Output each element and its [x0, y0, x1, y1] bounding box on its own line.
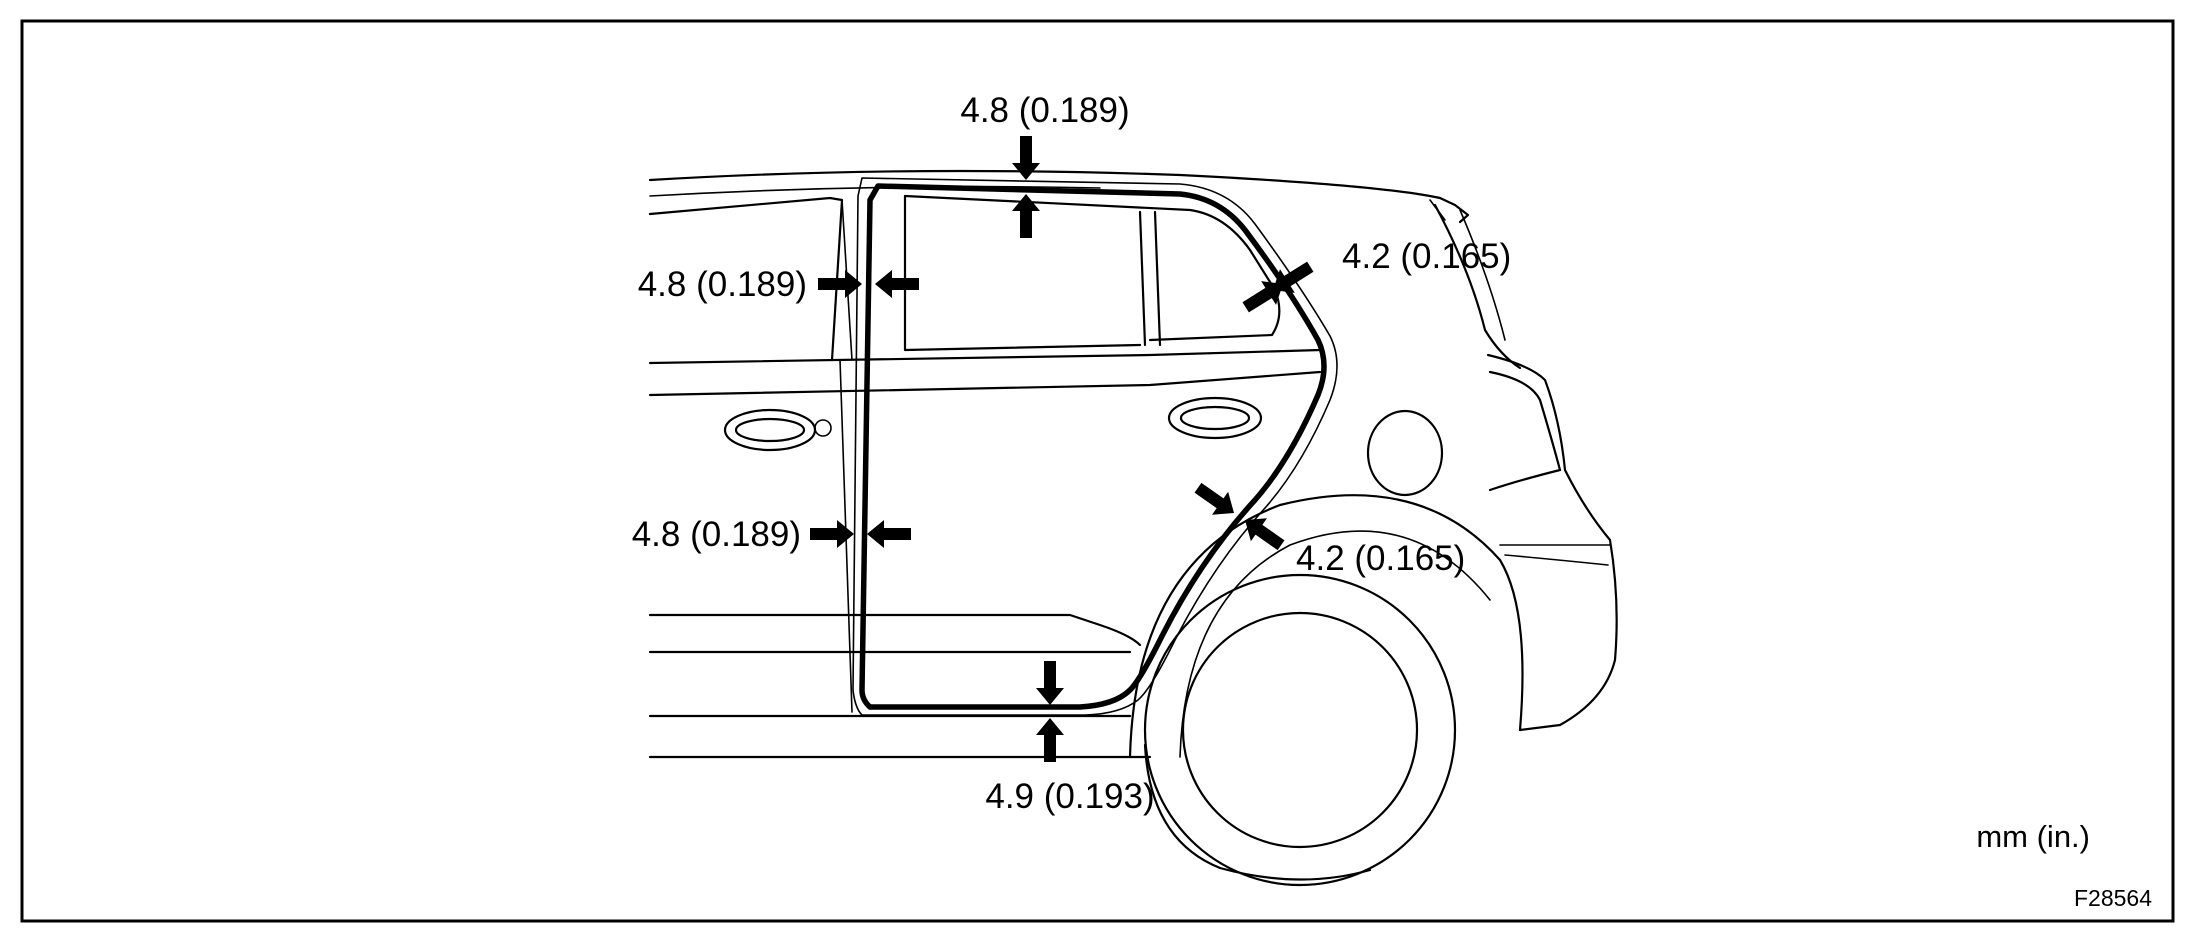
arrow-top-down [1012, 136, 1040, 180]
arrow-front-upper-left [875, 270, 919, 298]
arrow-bottom-down [1036, 661, 1064, 705]
figure-code: F28564 [2074, 885, 2152, 911]
arrow-front-lower-right [810, 520, 854, 548]
label-rear-lower-clearance: 4.2 (0.165) [1296, 539, 1465, 578]
label-top-clearance: 4.8 (0.189) [960, 91, 1129, 130]
door-weatherstrip [852, 177, 1338, 716]
arrow-rear-lower-in [1189, 476, 1243, 525]
arrow-front-lower-left [867, 520, 911, 548]
car-body-outline [648, 169, 1618, 887]
label-rear-upper-clearance: 4.2 (0.165) [1342, 237, 1511, 276]
rear-door-handle [1167, 396, 1263, 440]
label-front-upper-clearance: 4.8 (0.189) [638, 265, 807, 304]
arrow-front-upper-right [818, 270, 862, 298]
unit-note: mm (in.) [1976, 819, 2090, 854]
label-bottom-clearance: 4.9 (0.193) [985, 777, 1154, 816]
label-front-lower-clearance: 4.8 (0.189) [632, 515, 801, 554]
front-door-handle [723, 408, 832, 452]
arrow-bottom-up [1036, 718, 1064, 762]
figure-frame [20, 19, 2175, 923]
